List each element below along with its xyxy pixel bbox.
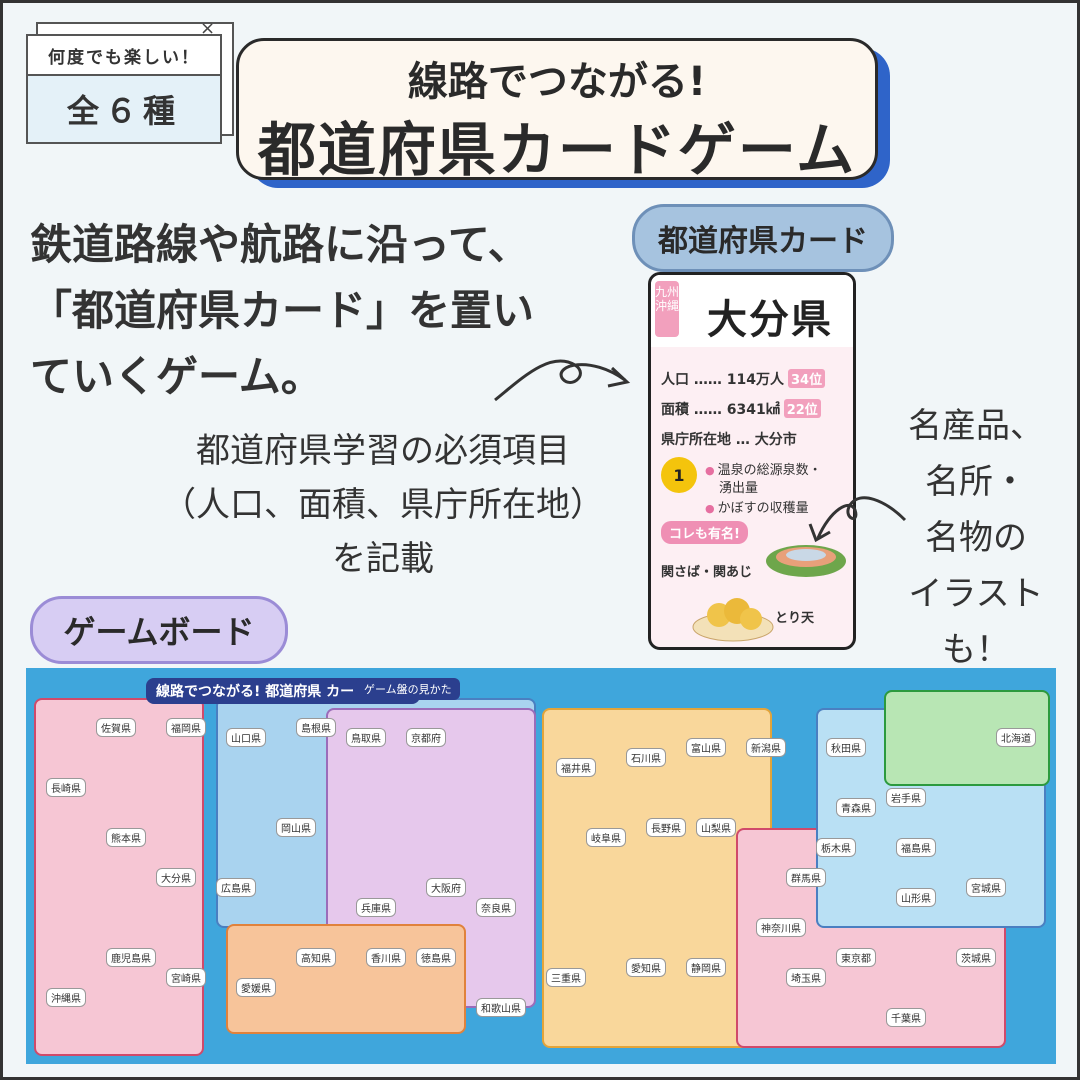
side-note-line: 名所・ <box>925 462 1027 502</box>
description-line: ていくゲーム。 <box>30 352 323 401</box>
prefecture-label: 岩手県 <box>886 788 926 807</box>
card-item-continued: 湧出量 <box>719 481 759 496</box>
prefecture-label: 愛知県 <box>626 958 666 977</box>
prefecture-label: 熊本県 <box>106 828 146 847</box>
banner-subtitle: 線路でつながる! <box>407 59 707 105</box>
side-note: 名産品、 名所・ 名物の イラスト も！ <box>876 398 1076 678</box>
sub-note: 都道府県学習の必須項目 （人口、面積、県庁所在地） を記載 <box>148 424 618 586</box>
prefecture-label: 東京都 <box>836 948 876 967</box>
prefecture-label: 高知県 <box>296 948 336 967</box>
population-value: 114万人 <box>726 372 784 388</box>
area-value: 6341㎢ <box>726 402 780 418</box>
fish-dish-icon <box>766 545 846 577</box>
description-line: 「都道府県カード」を置い <box>30 286 535 335</box>
banner-title: 都道府県カードゲーム <box>257 116 857 184</box>
side-note-line: も！ <box>942 630 1010 670</box>
sub-note-line: （人口、面積、県庁所在地） <box>162 485 604 525</box>
area-label: 面積 <box>661 402 689 418</box>
prefecture-label: 福島県 <box>896 838 936 857</box>
prefecture-label: 青森県 <box>836 798 876 817</box>
prefecture-label: 広島県 <box>216 878 256 897</box>
board-label-pill: ゲームボード <box>30 596 288 664</box>
card-food-label: 関さば・関あじ <box>661 565 753 580</box>
prefecture-label: 京都府 <box>406 728 446 747</box>
window-badge-top: 何度でも楽しい！ <box>28 36 220 76</box>
card-famous-tag: コレも有名! <box>661 521 748 544</box>
prefecture-label: 福井県 <box>556 758 596 777</box>
prefecture-label: 宮城県 <box>966 878 1006 897</box>
prefecture-label: 沖縄県 <box>46 988 86 1007</box>
prefecture-label: 鹿児島県 <box>106 948 156 967</box>
prefecture-label: 島根県 <box>296 718 336 737</box>
card-label-pill: 都道府県カード <box>632 204 894 272</box>
window-badge: 何度でも楽しい！ 全６種 <box>26 34 222 144</box>
prefecture-label: 鳥取県 <box>346 728 386 747</box>
prefecture-label: 秋田県 <box>826 738 866 757</box>
toriten-dish-icon <box>692 598 774 642</box>
population-label: 人口 <box>661 372 689 388</box>
prefecture-label: 山形県 <box>896 888 936 907</box>
prefecture-label: 静岡県 <box>686 958 726 977</box>
prefecture-label: 石川県 <box>626 748 666 767</box>
arrow-left-icon <box>808 496 907 543</box>
prefecture-label: 北海道 <box>996 728 1036 747</box>
prefecture-label: 大阪府 <box>426 878 466 897</box>
population-rank: 34位 <box>787 369 826 388</box>
prefecture-label: 福岡県 <box>166 718 206 737</box>
prefecture-label: 山口県 <box>226 728 266 747</box>
side-note-line: 名産品、 <box>908 406 1044 446</box>
prefecture-label: 大分県 <box>156 868 196 887</box>
capital-label: 県庁所在地 <box>661 432 731 448</box>
prefecture-label: 徳島県 <box>416 948 456 967</box>
sub-note-line: 都道府県学習の必須項目 <box>196 431 570 471</box>
card-item: 温泉の総源泉数・ <box>705 459 822 478</box>
prefecture-label: 香川県 <box>366 948 406 967</box>
card-item: かぼすの収穫量 <box>705 497 809 516</box>
card-region: 九州沖縄 <box>655 281 679 337</box>
area-rank: 22位 <box>783 399 821 418</box>
prefecture-label: 奈良県 <box>476 898 516 917</box>
window-badge-main: 全６種 <box>66 92 181 130</box>
prefecture-label: 岡山県 <box>276 818 316 837</box>
prefecture-label: 兵庫県 <box>356 898 396 917</box>
prefecture-label: 山梨県 <box>696 818 736 837</box>
prefecture-label: 群馬県 <box>786 868 826 887</box>
card-food-label: とり天 <box>775 611 815 626</box>
side-note-line: 名物の <box>925 518 1027 558</box>
prefecture-label: 千葉県 <box>886 1008 926 1027</box>
description: 鉄道路線や航路に沿って、 「都道府県カード」を置い ていくゲーム。 <box>30 212 630 410</box>
prefecture-label: 埼玉県 <box>786 968 826 987</box>
prefecture-label: 長崎県 <box>46 778 86 797</box>
card-prefecture-name: 大分県 <box>707 297 833 343</box>
prefecture-label: 新潟県 <box>746 738 786 757</box>
side-note-line: イラスト <box>908 574 1044 614</box>
prefecture-label: 岐阜県 <box>586 828 626 847</box>
description-line: 鉄道路線や航路に沿って、 <box>30 220 530 269</box>
prefecture-label: 和歌山県 <box>476 998 526 1017</box>
prefecture-label: 神奈川県 <box>756 918 806 937</box>
prefecture-label: 長野県 <box>646 818 686 837</box>
prefecture-label: 三重県 <box>546 968 586 987</box>
arrow-right-icon <box>494 359 631 402</box>
close-icon: × <box>200 18 216 39</box>
prefecture-label: 栃木県 <box>816 838 856 857</box>
prefecture-label: 茨城県 <box>956 948 996 967</box>
number-one-badge: 1 <box>661 457 697 493</box>
title-banner: 線路でつながる! 都道府県カードゲーム <box>236 38 878 184</box>
card-header: 九州沖縄 大分県 <box>651 275 853 347</box>
board-legend: ゲーム盤の見かた <box>356 678 460 700</box>
sub-note-line: を記載 <box>332 539 434 579</box>
capital-value: 大分市 <box>754 432 797 448</box>
prefecture-label: 宮崎県 <box>166 968 206 987</box>
game-board: 線路でつながる! 都道府県 カードゲーム ゲーム盤の見かた 佐賀県福岡県長崎県熊… <box>26 668 1056 1064</box>
prefecture-label: 愛媛県 <box>236 978 276 997</box>
prefecture-label: 富山県 <box>686 738 726 757</box>
card-capital: 県庁所在地 … 大分市 <box>661 432 797 448</box>
prefecture-label: 佐賀県 <box>96 718 136 737</box>
